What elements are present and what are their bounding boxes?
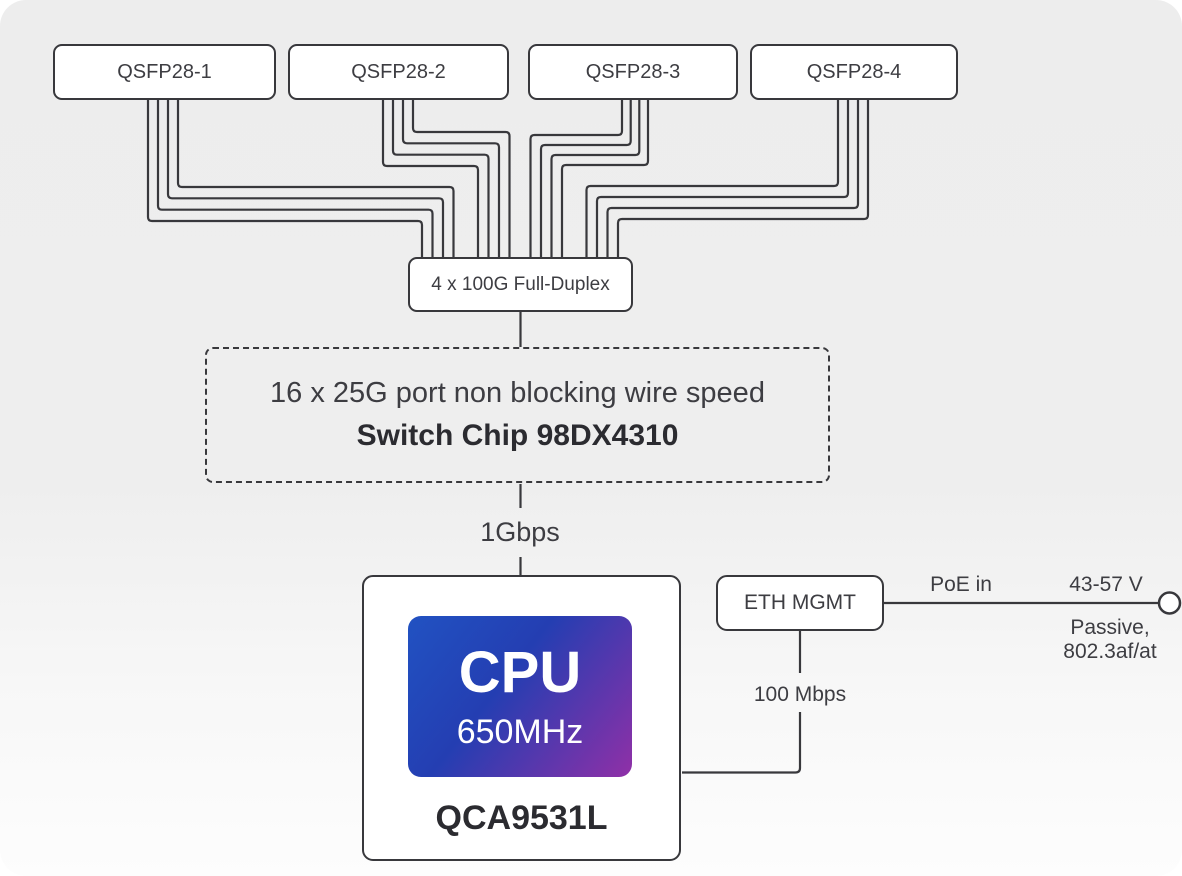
eth-mgmt-box: ETH MGMT bbox=[716, 575, 884, 631]
poe-standard-line2: 802.3af/at bbox=[1063, 640, 1157, 663]
aggregate-link-label: 4 x 100G Full-Duplex bbox=[431, 273, 610, 295]
poe-in-label: PoE in bbox=[930, 573, 992, 596]
qsfp-port-2-label: QSFP28-2 bbox=[351, 60, 446, 83]
eth-mgmt-label: ETH MGMT bbox=[744, 591, 856, 614]
qsfp4-lanes-3 bbox=[606, 100, 860, 258]
qsfp-port-4: QSFP28-4 bbox=[750, 44, 958, 100]
switch-chip-box: 16 x 25G port non blocking wire speed Sw… bbox=[205, 347, 830, 483]
poe-standard-line1: Passive, bbox=[1070, 616, 1150, 639]
qsfp2-lanes-2 bbox=[391, 100, 490, 258]
eth-mgmt-to-cpu-link bbox=[682, 712, 802, 774]
aggregate-link-box: 4 x 100G Full-Duplex bbox=[408, 257, 633, 312]
qsfp-port-4-label: QSFP28-4 bbox=[806, 60, 902, 83]
qsfp2-lanes-3 bbox=[401, 100, 501, 258]
qsfp4-lanes-1 bbox=[585, 100, 840, 258]
qsfp-port-3-label: QSFP28-3 bbox=[585, 60, 681, 83]
qsfp3-lanes-1 bbox=[529, 100, 624, 258]
qsfp1-lanes-1 bbox=[146, 100, 424, 258]
uplink-speed-label: 1Gbps bbox=[480, 517, 560, 547]
qsfp-port-1-label: QSFP28-1 bbox=[117, 60, 212, 83]
qsfp2-lanes-1 bbox=[381, 100, 480, 258]
qsfp2-lanes-4 bbox=[411, 100, 511, 258]
qsfp-port-2: QSFP28-2 bbox=[288, 44, 509, 100]
poe-standard-label: Passive, 802.3af/at bbox=[1030, 616, 1182, 664]
qsfp1-lanes-3 bbox=[166, 100, 445, 258]
qsfp-port-1: QSFP28-1 bbox=[53, 44, 276, 100]
poe-terminal-circle bbox=[1157, 591, 1182, 615]
switch-chip-description: 16 x 25G port non blocking wire speed bbox=[270, 377, 765, 409]
qsfp3-lanes-2 bbox=[539, 100, 632, 258]
eth-mgmt-speed-label: 100 Mbps bbox=[753, 683, 847, 706]
cpu-model: QCA9531L bbox=[435, 799, 608, 837]
qsfp3-lanes-3 bbox=[550, 100, 641, 258]
qsfp-port-3: QSFP28-3 bbox=[528, 44, 738, 100]
qsfp1-lanes-4 bbox=[176, 100, 455, 258]
qsfp3-lanes-4 bbox=[560, 100, 650, 258]
qsfp1-lanes-2 bbox=[156, 100, 434, 258]
poe-voltage-label: 43-57 V bbox=[1069, 573, 1143, 596]
cpu-clock: 650MHz bbox=[456, 712, 584, 751]
switch-chip-name: Switch Chip 98DX4310 bbox=[356, 419, 679, 452]
cpu-gradient-tile: CPU 650MHz bbox=[408, 616, 632, 777]
cpu-box: CPU 650MHz QCA9531L bbox=[362, 575, 681, 861]
qsfp4-lanes-4 bbox=[616, 100, 870, 258]
cpu-title: CPU bbox=[458, 639, 582, 705]
qsfp4-lanes-2 bbox=[595, 100, 850, 258]
